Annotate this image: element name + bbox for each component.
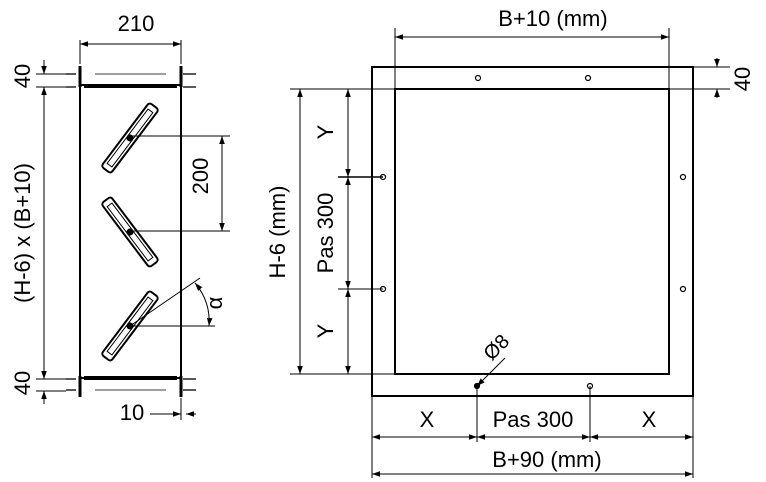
front-outer-frame	[371, 66, 694, 397]
front-y-bottom-label: Y	[313, 323, 338, 338]
front-x-left-label: X	[420, 407, 435, 432]
front-height-label: H-6 (mm)	[265, 186, 290, 279]
side-top-flange-label: 40	[10, 64, 35, 88]
mounting-hole	[679, 285, 687, 293]
side-bottom-flange-label: 40	[10, 371, 35, 395]
side-view: 210 (H-6) x (B+10) 40 40 200 α 10	[10, 11, 230, 425]
front-y-top-label: Y	[313, 124, 338, 139]
front-bottom-pitch-label: Pas 300	[493, 407, 574, 432]
mounting-hole	[474, 74, 482, 82]
front-top-flange-label: 40	[730, 67, 755, 91]
damper-blade	[101, 102, 159, 174]
side-section-label: (H-6) x (B+10)	[10, 163, 35, 303]
mounting-hole	[584, 74, 592, 82]
side-bottom-flange	[66, 376, 196, 397]
mounting-hole	[679, 173, 687, 181]
front-vertical-pitch-label: Pas 300	[313, 193, 338, 274]
front-hole-label: Ø8	[480, 331, 514, 365]
front-x-right-label: X	[642, 407, 657, 432]
side-width-label: 210	[118, 11, 155, 36]
side-top-flange	[66, 66, 196, 88]
side-pitch-label: 200	[188, 158, 213, 195]
side-angle-label: α	[202, 296, 227, 309]
front-inner-opening	[394, 88, 670, 375]
front-bottom-width-label: B+90 (mm)	[492, 447, 601, 472]
front-top-width-label: B+10 (mm)	[498, 6, 607, 31]
damper-blade	[101, 196, 159, 268]
side-offset-label: 10	[120, 400, 144, 425]
front-view: B+10 (mm) 40 H-6 (mm) Y Pas 300 Y Ø8 X	[265, 6, 755, 478]
